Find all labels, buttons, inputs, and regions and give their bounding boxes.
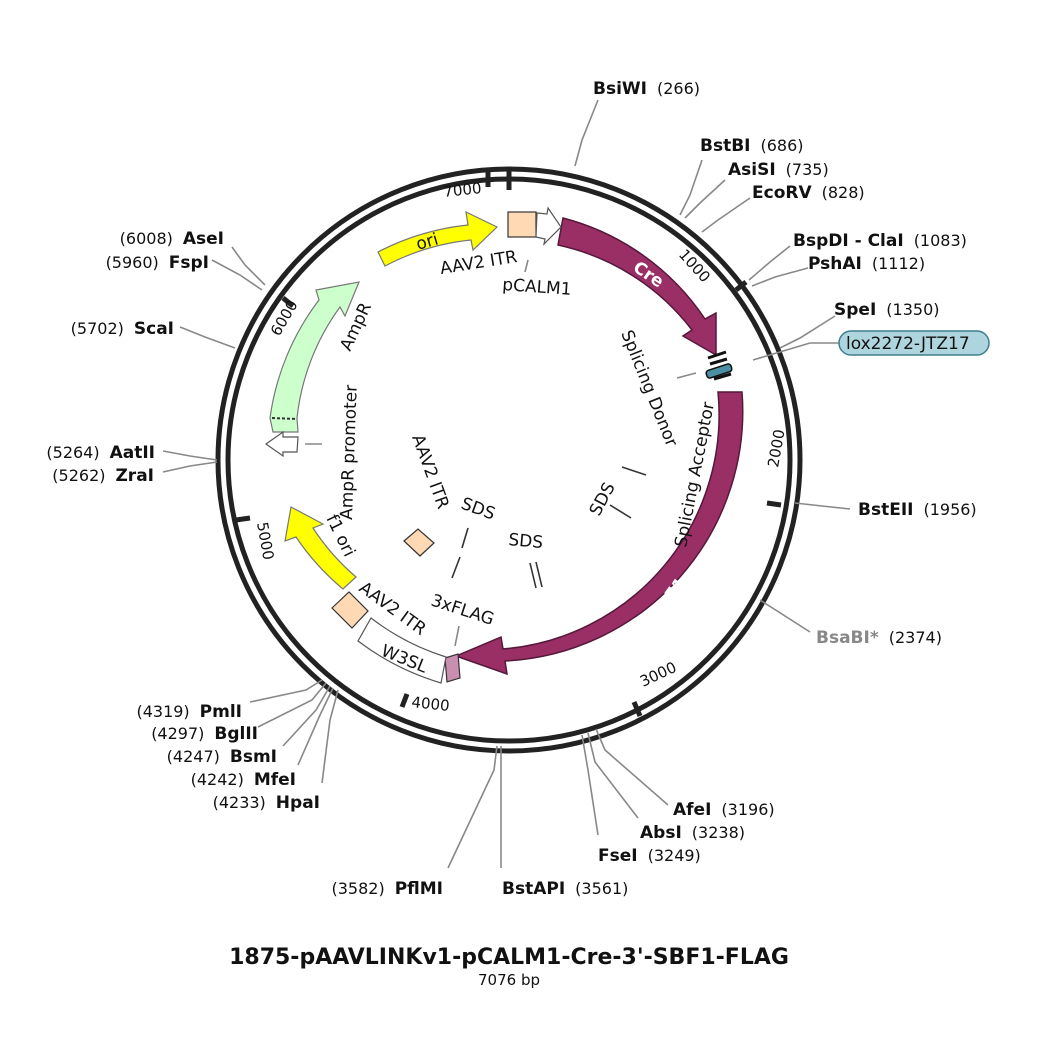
- enzyme-bspdi-clai: BspDI - ClaI(1083): [793, 231, 967, 251]
- plasmid-title: 1875-pAAVLINKv1-pCALM1-Cre-3'-SBF1-FLAG: [229, 945, 789, 970]
- enzyme-bsabi: BsaBI*(2374): [816, 628, 942, 648]
- enzyme-zrai: (5262)ZraI: [52, 466, 154, 486]
- enzyme-ecorv: EcoRV(828): [752, 183, 865, 203]
- enzyme-bstapi: BstAPI(3561): [502, 879, 628, 899]
- tick-label-6000: 6000: [267, 297, 302, 339]
- enzyme-fspi: (5960)FspI: [106, 253, 209, 273]
- aav2-itr-bottom-feature: [331, 591, 369, 629]
- pcalm1-label: pCALM1: [502, 275, 572, 300]
- enzyme-hpai: (4233)HpaI: [213, 793, 320, 813]
- enzyme-bsiwi: BsiWI(266): [593, 79, 700, 99]
- sds-label-a: SDS: [586, 479, 620, 519]
- enzyme-spei: SpeI(1350): [834, 300, 939, 320]
- tick-label-4000: 4000: [411, 693, 451, 715]
- enzyme-asisi: AsiSI(735): [728, 160, 829, 180]
- plasmid-length: 7076 bp: [478, 971, 540, 989]
- enzyme-asei: (6008)AseI: [120, 229, 224, 249]
- enzyme-bstbi: BstBI(686): [700, 136, 804, 156]
- enzyme-bsteii: BstEII(1956): [858, 500, 977, 520]
- tick-label-1000: 1000: [675, 246, 714, 286]
- pcalm1-feature: [535, 206, 562, 246]
- enzyme-scai: (5702)ScaI: [71, 319, 174, 339]
- ori-feature: [377, 210, 499, 267]
- splicing-donor-leader: [676, 372, 697, 379]
- ampr-break: [271, 417, 298, 420]
- w3sl-feature: [357, 617, 447, 684]
- flag-feature: [444, 653, 461, 683]
- lox2272-site-label: lox2272-JTZ17: [846, 334, 970, 354]
- enzyme-leaders: [162, 99, 851, 869]
- sbf1-feature: [453, 391, 744, 676]
- tick-label-2000: 2000: [764, 428, 788, 469]
- enzyme-fsei: FseI(3249): [598, 846, 701, 866]
- enzyme-mfei: (4242)MfeI: [191, 770, 296, 790]
- tick-label-5000: 5000: [253, 521, 277, 562]
- enzyme-aatii: (5264)AatII: [46, 443, 155, 463]
- splicing-donor-label: Splicing Donor: [616, 327, 681, 449]
- enzyme-pmli: (4319)PmlI: [136, 702, 242, 722]
- enzyme-bglii: (4297)BglII: [151, 724, 258, 744]
- aav2-itr-top-label: AAV2 ITR: [439, 247, 519, 279]
- enzyme-absi: AbsI(3238): [640, 823, 745, 843]
- enzyme-pflmi: (3582)PflMI: [331, 879, 443, 899]
- f1-ori-feature: [284, 506, 357, 590]
- enzyme-afei: AfeI(3196): [673, 800, 775, 820]
- enzyme-bsmi: (4247)BsmI: [167, 747, 277, 767]
- aav2-itr-top-feature: [507, 211, 537, 238]
- tick-label-7000: 7000: [443, 179, 483, 201]
- aav2-itr-inner-label: AAV2 ITR: [407, 432, 452, 512]
- pcalm1-leader: [524, 259, 529, 273]
- ampr-feature: [269, 281, 360, 433]
- enzyme-pshai: PshAI(1112): [808, 254, 925, 274]
- ampr-promoter-label: AmpR promoter: [337, 384, 362, 520]
- flag-leader: [454, 625, 460, 647]
- lox2272-site-label-box: [838, 330, 990, 356]
- ampr-promoter-feature: [264, 430, 299, 458]
- sds-marks: [451, 466, 647, 589]
- lox2272-site-mark: [705, 350, 733, 381]
- sds-label-c: SDS: [508, 530, 544, 553]
- aav2-itr-inner-feature: [403, 528, 435, 557]
- sds-label-b: SDS: [458, 494, 497, 525]
- flag-label: 3xFLAG: [428, 591, 496, 630]
- scale-ticks: [235, 169, 782, 717]
